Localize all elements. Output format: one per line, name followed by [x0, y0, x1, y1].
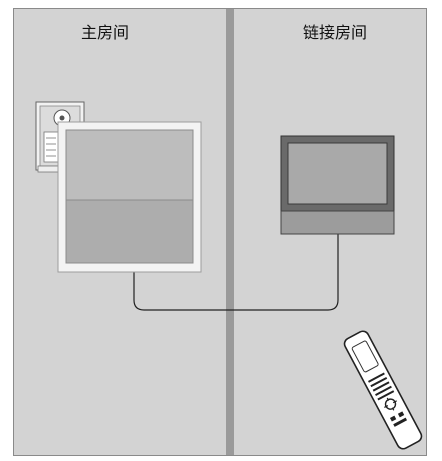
tv-icon — [280, 135, 395, 235]
link-cable — [133, 234, 339, 311]
main-room-label: 主房间 — [81, 23, 130, 42]
linked-room-label: 链接房间 — [303, 23, 368, 42]
music-system-icon — [35, 101, 202, 273]
speaker-icon — [57, 121, 202, 273]
room-divider — [226, 9, 234, 455]
remote-control-icon — [343, 330, 423, 450]
